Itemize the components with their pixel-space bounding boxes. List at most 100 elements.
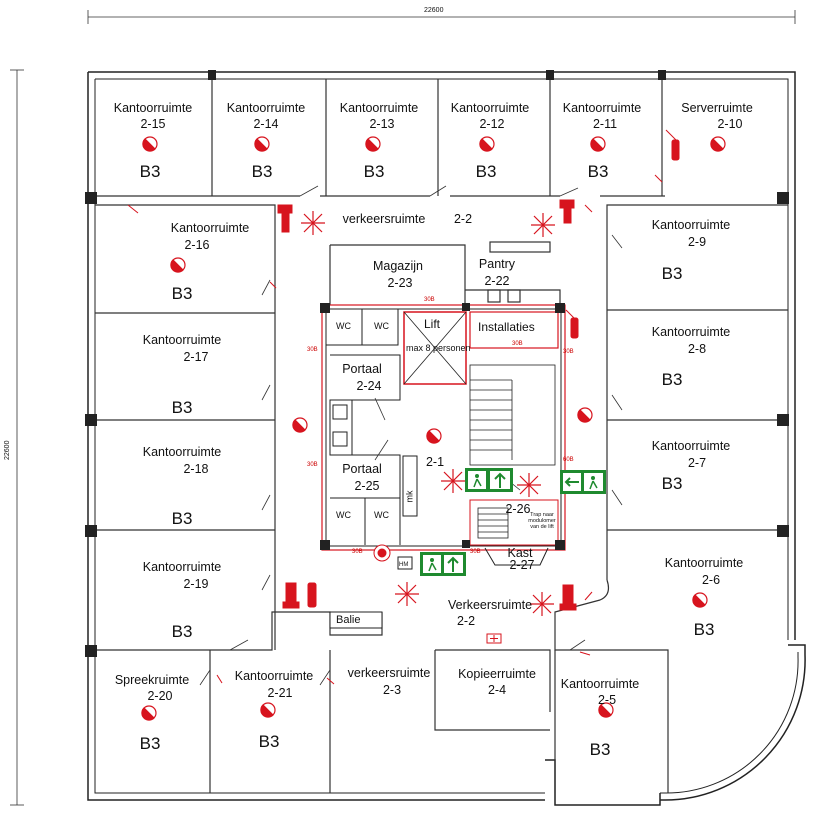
- room-2-27-number: 2-27: [509, 558, 535, 572]
- exit-signs: [420, 468, 606, 576]
- room-2-5-class: B3: [589, 740, 611, 759]
- rating-30b-4: 30B: [307, 347, 318, 353]
- room-2-14-class: B3: [251, 162, 273, 181]
- room-2-10-number: 2-10: [717, 117, 743, 131]
- room-2-16-class: B3: [171, 284, 193, 303]
- asterisk-2: [531, 213, 555, 237]
- room-2-11-name: Kantoorruimte: [562, 101, 642, 115]
- room-2-25-name: Portaal: [342, 462, 382, 476]
- room-2-17-number: 2-17: [183, 350, 209, 364]
- hm-label: HM: [399, 562, 409, 568]
- room-2-13-number: 2-13: [369, 117, 395, 131]
- room-2-20-name: Spreekruimte: [114, 673, 190, 687]
- detector-2-1: [426, 428, 442, 444]
- balie-label: Balie: [336, 614, 361, 626]
- dimension-width: 22600: [424, 7, 444, 14]
- rating-30b-3: 30B: [563, 349, 574, 355]
- room-2-20-number: 2-20: [147, 689, 173, 703]
- room-2-8-name: Kantoorruimte: [651, 325, 731, 339]
- fire-hose-bottom-left: [282, 582, 317, 609]
- lift-capacity: max 8 personen: [406, 343, 471, 353]
- smoke-detectors: [141, 136, 726, 721]
- extinguisher-installaties: [565, 309, 579, 339]
- room-2-6-class: B3: [693, 620, 715, 639]
- room-2-17-name: Kantoorruimte: [142, 333, 222, 347]
- fire-hose-top-left: [277, 204, 293, 233]
- room-2-27-name: Kast: [507, 546, 533, 560]
- room-2-16-name: Kantoorruimte: [170, 221, 250, 235]
- room-2-12-class: B3: [475, 162, 497, 181]
- asterisk-6: [517, 473, 541, 497]
- room-2-24-number: 2-24: [356, 379, 382, 393]
- fire-hose-bottom-right: [559, 584, 577, 611]
- fire-hose-top-right: [559, 199, 575, 224]
- stair-note: Trap naar modulomer van de lift: [528, 512, 556, 530]
- rating-30b-6: 30B: [352, 549, 363, 555]
- extinguisher-serverroom: [665, 129, 680, 161]
- room-2-16-number: 2-16: [184, 238, 210, 252]
- exit-sign-right: [560, 470, 606, 494]
- fire-door-marks: [127, 174, 663, 685]
- room-2-5-name: Kantoorruimte: [560, 677, 640, 691]
- room-2-13-name: Kantoorruimte: [339, 101, 419, 115]
- room-2-12-name: Kantoorruimte: [450, 101, 530, 115]
- wc-3: WC: [336, 510, 351, 520]
- room-2-2a-number: 2-2: [453, 212, 473, 226]
- room-2-22-number: 2-22: [484, 274, 510, 288]
- asterisk-4: [395, 582, 419, 606]
- rating-30b-5: 30B: [307, 462, 318, 468]
- room-2-17-class: B3: [171, 398, 193, 417]
- detector-2-15: [142, 136, 158, 152]
- room-2-2b-name: Verkeersruimte: [447, 598, 533, 612]
- room-2-8-class: B3: [661, 370, 683, 389]
- room-2-8-number: 2-8: [687, 342, 707, 356]
- installaties-label: Installaties: [478, 320, 535, 334]
- rating-60b: 60B: [563, 457, 574, 463]
- room-2-3-name: verkeersruimte: [347, 666, 431, 680]
- rating-30b-2: 30B: [512, 341, 523, 347]
- room-2-7-name: Kantoorruimte: [651, 439, 731, 453]
- room-2-25-number: 2-25: [354, 479, 380, 493]
- core: [85, 70, 789, 657]
- room-2-23-number: 2-23: [387, 276, 413, 290]
- room-2-21-name: Kantoorruimte: [234, 669, 314, 683]
- wc-2: WC: [374, 321, 389, 331]
- room-2-11-class: B3: [587, 162, 609, 181]
- detector-corridor-right: [577, 407, 593, 423]
- interior-walls: [95, 79, 788, 793]
- detector-2-20: [141, 705, 157, 721]
- room-2-2a-name: verkeersruimte: [342, 212, 426, 226]
- asterisk-1: [301, 211, 325, 235]
- room-2-9-class: B3: [661, 264, 683, 283]
- detector-2-13: [365, 136, 381, 152]
- room-2-3-number: 2-3: [382, 683, 402, 697]
- room-2-5-number: 2-5: [597, 693, 617, 707]
- room-2-18-number: 2-18: [183, 462, 209, 476]
- room-2-10-name: Serverruimte: [681, 101, 753, 115]
- asterisk-3: [441, 469, 465, 493]
- room-2-19-number: 2-19: [183, 577, 209, 591]
- hose-reel-core: [373, 544, 391, 562]
- room-2-19-class: B3: [171, 622, 193, 641]
- room-2-12-number: 2-12: [479, 117, 505, 131]
- room-2-13-class: B3: [363, 162, 385, 181]
- dimension-lines: [10, 10, 796, 806]
- outer-walls: [87, 71, 806, 806]
- room-2-23-name: Magazijn: [372, 259, 424, 273]
- room-2-18-name: Kantoorruimte: [142, 445, 222, 459]
- detector-2-5: [598, 702, 614, 718]
- room-2-15-class: B3: [139, 162, 161, 181]
- fire-equipment: [277, 129, 680, 644]
- mk-label: mk: [404, 490, 415, 503]
- room-2-11-number: 2-11: [592, 117, 618, 131]
- room-2-14-name: Kantoorruimte: [226, 101, 306, 115]
- wc-1: WC: [336, 321, 351, 331]
- detector-2-21: [260, 702, 276, 718]
- detector-2-11: [590, 136, 606, 152]
- detector-corridor-left: [292, 417, 308, 433]
- rating-30b-7: 30B: [470, 549, 481, 555]
- room-2-19-name: Kantoorruimte: [142, 560, 222, 574]
- room-2-24-name: Portaal: [342, 362, 382, 376]
- room-2-15-number: 2-15: [140, 117, 166, 131]
- room-2-9-number: 2-9: [687, 235, 707, 249]
